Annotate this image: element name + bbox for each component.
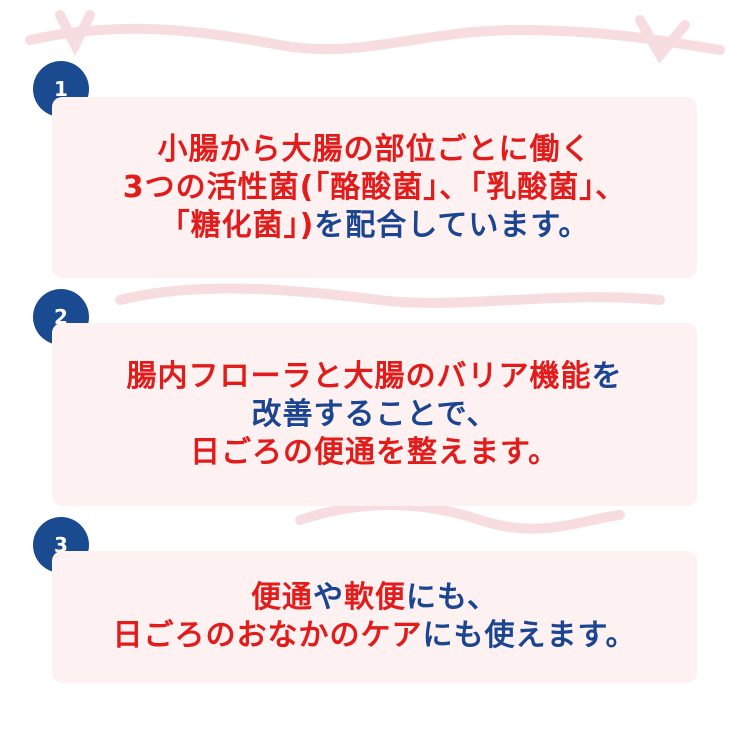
text-segment: 「糖化菌」) [159, 207, 315, 243]
text-segment: 便通 [250, 580, 313, 615]
point-card-1: 小腸から大腸の部位ごとに働く 3つの活性菌(「酪酸菌」、「乳酸菌」、 「糖化菌」… [52, 97, 697, 278]
card-1-line-2: 3つの活性菌(「酪酸菌」、「乳酸菌」、 [123, 169, 627, 207]
card-2-line-2: 改善することで、 [252, 396, 498, 434]
card-2-line-3: 日ごろの便通を整えます。 [190, 434, 559, 472]
card-2-line-1: 腸内フローラと大腸のバリア機能を [127, 358, 623, 396]
card-1-line-1: 小腸から大腸の部位ごとに働く [158, 131, 592, 169]
text-segment: にも、 [405, 580, 499, 615]
point-card-2: 腸内フローラと大腸のバリア機能を 改善することで、 日ごろの便通を整えます。 [52, 323, 697, 506]
text-segment: 小腸から大腸の部位ごとに働く [157, 131, 592, 167]
text-segment: や [312, 580, 344, 615]
text-segment: 日ごろの便通を整えます。 [190, 434, 559, 470]
card-1-line-3: 「糖化菌」)を配合しています。 [160, 207, 590, 245]
text-segment: 改善することで、 [251, 396, 498, 432]
text-segment: 日ごろのおなかのケア [112, 618, 423, 653]
text-segment: 軟便 [343, 580, 406, 615]
text-segment: 腸内フローラと大腸のバリア機能 [126, 358, 592, 394]
text-segment: 3つの活性菌(「酪酸菌」、「乳酸菌」、 [122, 169, 627, 205]
card-3-line-1: 便通や軟便にも、 [251, 579, 498, 617]
point-card-3: 便通や軟便にも、 日ごろのおなかのケアにも使えます。 [52, 551, 697, 683]
card-3-line-2: 日ごろのおなかのケアにも使えます。 [113, 617, 637, 655]
text-segment: にも使えます。 [422, 618, 637, 653]
text-segment: を配合しています。 [314, 207, 590, 243]
text-segment: を [591, 358, 623, 394]
